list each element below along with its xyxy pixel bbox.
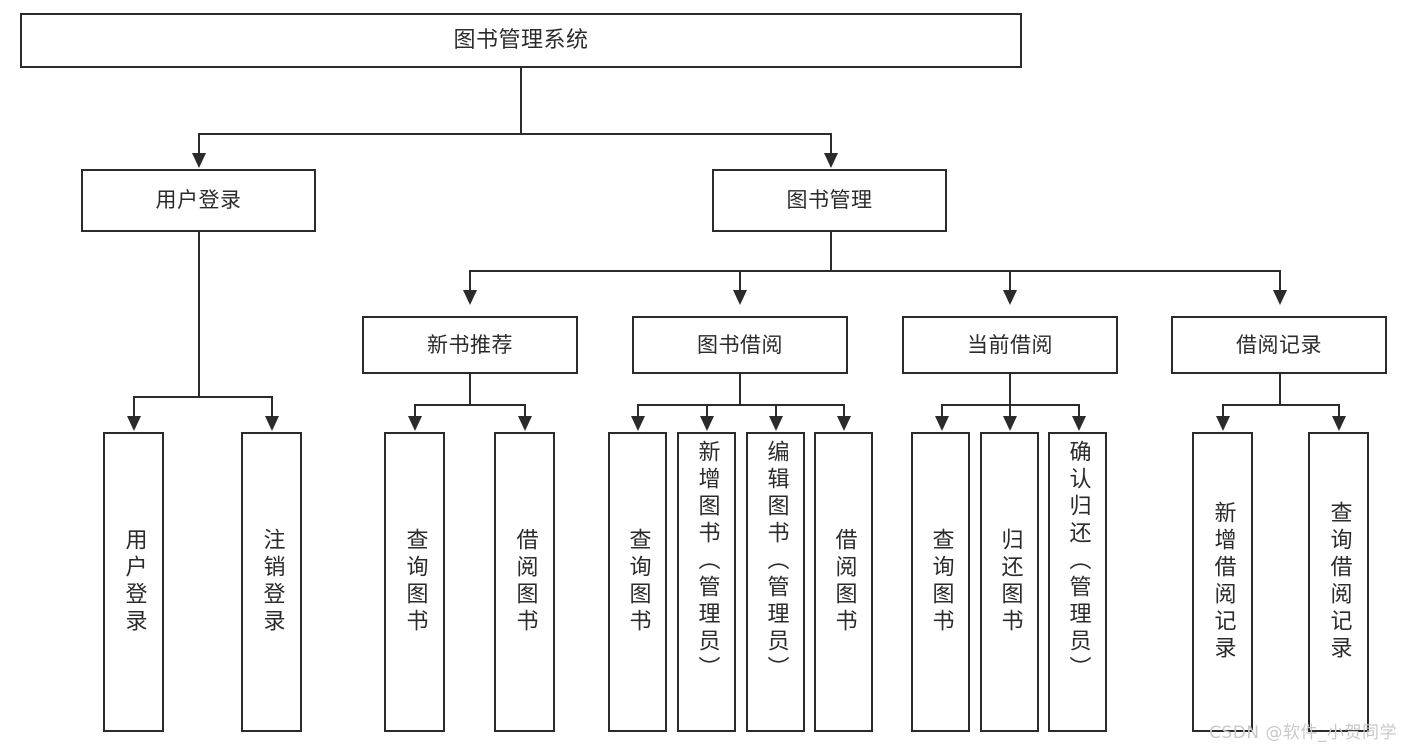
connector-user-login-drop-1 — [133, 396, 135, 418]
node-current-borrow[interactable]: 当前借阅 — [902, 316, 1118, 374]
arrow-to-leaf-user-login — [127, 416, 141, 431]
arrow-newbook-leaf-1 — [408, 416, 422, 431]
leaf-newbook-borrow-book[interactable]: 借阅图书 — [494, 432, 555, 732]
arrow-currentborrow-leaf-2 — [1003, 416, 1017, 431]
connector-newbook-drop-2 — [524, 404, 526, 418]
connector-bookborrow-bus — [637, 404, 843, 406]
leaf-bookborrow-edit-book-label: 编辑图书（管理员） — [763, 440, 789, 683]
leaf-currentborrow-query-book[interactable]: 查询图书 — [911, 432, 970, 732]
connector-borrowrecord-stem — [1279, 374, 1281, 406]
leaf-logout[interactable]: 注销登录 — [241, 432, 302, 732]
node-book-management-label: 图书管理 — [786, 188, 873, 213]
leaf-currentborrow-query-book-label: 查询图书 — [928, 528, 954, 636]
connector-bb-drop-4 — [843, 404, 845, 418]
leaf-bookborrow-query-book-label: 查询图书 — [625, 528, 651, 636]
leaf-bookborrow-add-book[interactable]: 新增图书（管理员） — [677, 432, 736, 732]
leaf-newbook-borrow-book-label: 借阅图书 — [512, 528, 538, 636]
connector-user-login-stem — [198, 232, 200, 398]
arrow-bookborrow-leaf-1 — [631, 416, 645, 431]
connector-bb-drop-3 — [775, 404, 777, 418]
connector-bm-drop-4 — [1279, 270, 1281, 292]
leaf-bookborrow-edit-book[interactable]: 编辑图书（管理员） — [746, 432, 805, 732]
node-book-management[interactable]: 图书管理 — [712, 169, 947, 232]
connector-newbook-drop-1 — [414, 404, 416, 418]
connector-bookborrow-stem — [739, 374, 741, 406]
leaf-bookborrow-borrow-book-label: 借阅图书 — [831, 528, 857, 636]
leaf-borrowrecord-query-label: 查询借阅记录 — [1326, 501, 1352, 663]
node-user-login[interactable]: 用户登录 — [81, 169, 316, 232]
connector-bm-drop-1 — [469, 270, 471, 292]
connector-currentborrow-stem — [1009, 374, 1011, 406]
leaf-borrowrecord-add[interactable]: 新增借阅记录 — [1192, 432, 1253, 732]
leaf-bookborrow-borrow-book[interactable]: 借阅图书 — [814, 432, 873, 732]
connector-bb-drop-2 — [706, 404, 708, 418]
leaf-borrowrecord-query[interactable]: 查询借阅记录 — [1308, 432, 1369, 732]
connector-br-drop-1 — [1222, 404, 1224, 418]
leaf-currentborrow-return-book[interactable]: 归还图书 — [980, 432, 1039, 732]
leaf-user-login-label: 用户登录 — [121, 528, 147, 636]
leaf-bookborrow-query-book[interactable]: 查询图书 — [608, 432, 667, 732]
connector-user-login-drop-2 — [271, 396, 273, 418]
node-borrow-record-label: 借阅记录 — [1236, 332, 1322, 357]
leaf-currentborrow-return-book-label: 归还图书 — [997, 528, 1023, 636]
leaf-user-login[interactable]: 用户登录 — [103, 432, 164, 732]
leaf-currentborrow-confirm-return[interactable]: 确认归还（管理员） — [1048, 432, 1107, 732]
node-book-borrow-label: 图书借阅 — [697, 332, 783, 357]
arrow-to-user-login — [192, 153, 206, 168]
node-book-borrow[interactable]: 图书借阅 — [632, 316, 848, 374]
connector-cb-drop-2 — [1009, 404, 1011, 418]
arrow-bookborrow-leaf-4 — [837, 416, 851, 431]
connector-root-bus — [198, 133, 832, 135]
connector-borrowrecord-bus — [1222, 404, 1338, 406]
leaf-logout-label: 注销登录 — [259, 528, 285, 636]
node-current-borrow-label: 当前借阅 — [967, 332, 1053, 357]
arrow-to-book-management — [824, 153, 838, 168]
connector-cb-drop-1 — [941, 404, 943, 418]
watermark: CSDN @软件_小贺同学 — [1209, 723, 1397, 743]
connector-bb-drop-1 — [637, 404, 639, 418]
leaf-newbook-query-book-label: 查询图书 — [402, 528, 428, 636]
arrow-newbook-leaf-2 — [518, 416, 532, 431]
arrow-to-new-book — [463, 290, 477, 305]
leaf-newbook-query-book[interactable]: 查询图书 — [384, 432, 445, 732]
connector-bm-drop-3 — [1009, 270, 1011, 292]
arrow-borrowrecord-leaf-1 — [1216, 416, 1230, 431]
connector-user-login-bus — [133, 396, 271, 398]
arrow-currentborrow-leaf-1 — [935, 416, 949, 431]
connector-br-drop-2 — [1338, 404, 1340, 418]
connector-root-drop-2 — [830, 133, 832, 155]
arrow-borrowrecord-leaf-2 — [1332, 416, 1346, 431]
arrow-bookborrow-leaf-3 — [769, 416, 783, 431]
arrow-currentborrow-leaf-3 — [1072, 416, 1086, 431]
node-root-label: 图书管理系统 — [453, 27, 589, 53]
node-new-book-recommend[interactable]: 新书推荐 — [362, 316, 578, 374]
connector-root-stem — [520, 68, 522, 133]
leaf-currentborrow-confirm-return-label: 确认归还（管理员） — [1065, 440, 1091, 683]
leaf-borrowrecord-add-label: 新增借阅记录 — [1210, 501, 1236, 663]
connector-cb-drop-3 — [1078, 404, 1080, 418]
node-new-book-recommend-label: 新书推荐 — [427, 332, 513, 357]
connector-book-mgmt-bus — [469, 270, 1280, 272]
node-user-login-label: 用户登录 — [155, 188, 242, 213]
connector-root-drop-1 — [198, 133, 200, 155]
leaf-bookborrow-add-book-label: 新增图书（管理员） — [694, 440, 720, 683]
arrow-bookborrow-leaf-2 — [700, 416, 714, 431]
node-root[interactable]: 图书管理系统 — [20, 13, 1022, 68]
arrow-to-borrow-record — [1273, 290, 1287, 305]
connector-bm-drop-2 — [739, 270, 741, 292]
connector-newbook-stem — [469, 374, 471, 406]
connector-book-mgmt-stem — [830, 232, 832, 272]
arrow-to-current-borrow — [1003, 290, 1017, 305]
connector-newbook-bus — [414, 404, 526, 406]
node-borrow-record[interactable]: 借阅记录 — [1171, 316, 1387, 374]
arrow-to-leaf-logout — [265, 416, 279, 431]
arrow-to-book-borrow — [733, 290, 747, 305]
